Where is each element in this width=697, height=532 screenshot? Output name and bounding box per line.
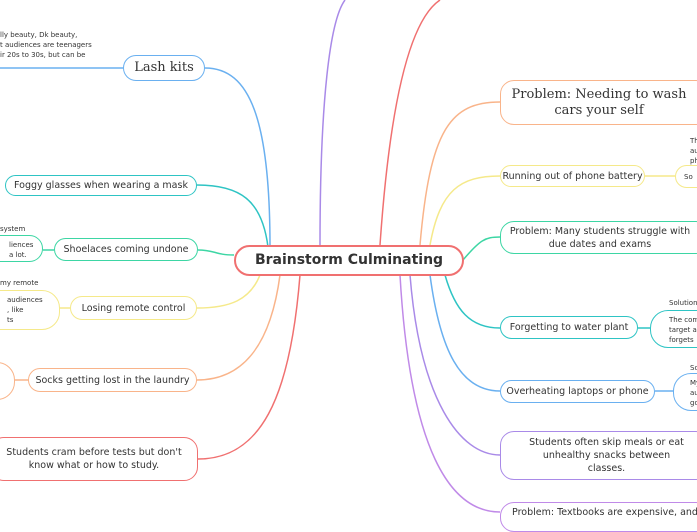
topic-lash-kits[interactable]: Lash kits: [123, 55, 205, 81]
topic-due-dates[interactable]: Problem: Many students struggle with due…: [500, 221, 697, 254]
central-topic[interactable]: Brainstorm Culminating: [234, 245, 464, 276]
plant-note: Solution: [669, 299, 697, 307]
topic-textbooks[interactable]: Problem: Textbooks are expensive, and: [500, 502, 697, 532]
topic-overheating[interactable]: Overheating laptops or phone: [500, 380, 655, 403]
battery-subtopic[interactable]: So: [675, 165, 697, 188]
connector-lines: [0, 0, 675, 513]
shoelaces-note: system: [0, 225, 26, 233]
topic-losing-remote[interactable]: Losing remote control: [70, 296, 197, 320]
topic-wash-cars[interactable]: Problem: Needing to wash cars your self: [500, 80, 697, 125]
topic-students-cram[interactable]: Students cram before tests but don't kno…: [0, 437, 198, 481]
topic-socks[interactable]: Socks getting lost in the laundry: [28, 368, 197, 392]
overheating-note: So: [690, 364, 697, 372]
topic-shoelaces[interactable]: Shoelaces coming undone: [54, 238, 198, 261]
topic-phone-battery[interactable]: Running out of phone battery: [500, 165, 645, 187]
topic-foggy-glasses[interactable]: Foggy glasses when wearing a mask: [5, 175, 197, 196]
topic-skip-meals[interactable]: Students often skip meals or eat unhealt…: [500, 431, 697, 480]
lash-kits-note: lly beauty, Dk beauty,t audiences are te…: [0, 31, 92, 59]
central-topic-label: Brainstorm Culminating: [254, 252, 444, 268]
remote-note: my remote: [0, 279, 39, 287]
topic-water-plant[interactable]: Forgetting to water plant: [500, 316, 638, 339]
overheating-subtopic[interactable]: Myaugo: [673, 373, 697, 411]
